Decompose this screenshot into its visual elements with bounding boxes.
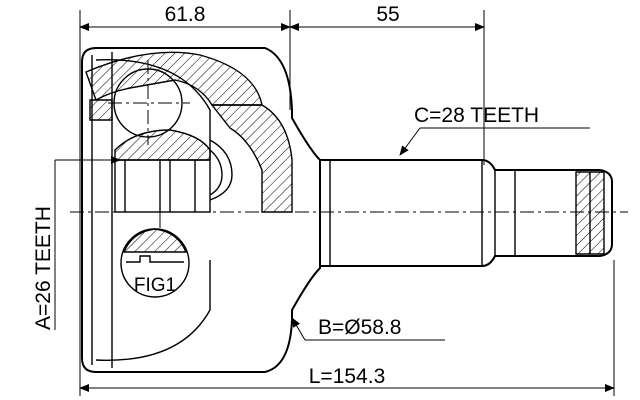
output-shaft [320,159,613,267]
fig1-detail: FIG1 [120,170,190,298]
dimension-length-label: L=154.3 [309,365,386,388]
dimension-61-8-label: 61.8 [165,3,206,26]
fig1-label: FIG1 [134,275,176,296]
dimension-55: 55 [289,3,485,31]
spline-c-label: C=28 TEETH [414,104,539,127]
joint-ball [108,60,190,145]
dimension-61-8: 61.8 [79,3,291,31]
hatched-sections [85,51,293,213]
spline-a-label: A=26 TEETH [32,206,55,330]
diameter-b-label: B=Ø58.8 [318,316,401,339]
leaders: C=28 TEETH A=26 TEETH B=Ø58.8 [32,104,590,341]
dimension-length: L=154.3 [79,365,615,392]
dimension-55-label: 55 [376,3,399,26]
